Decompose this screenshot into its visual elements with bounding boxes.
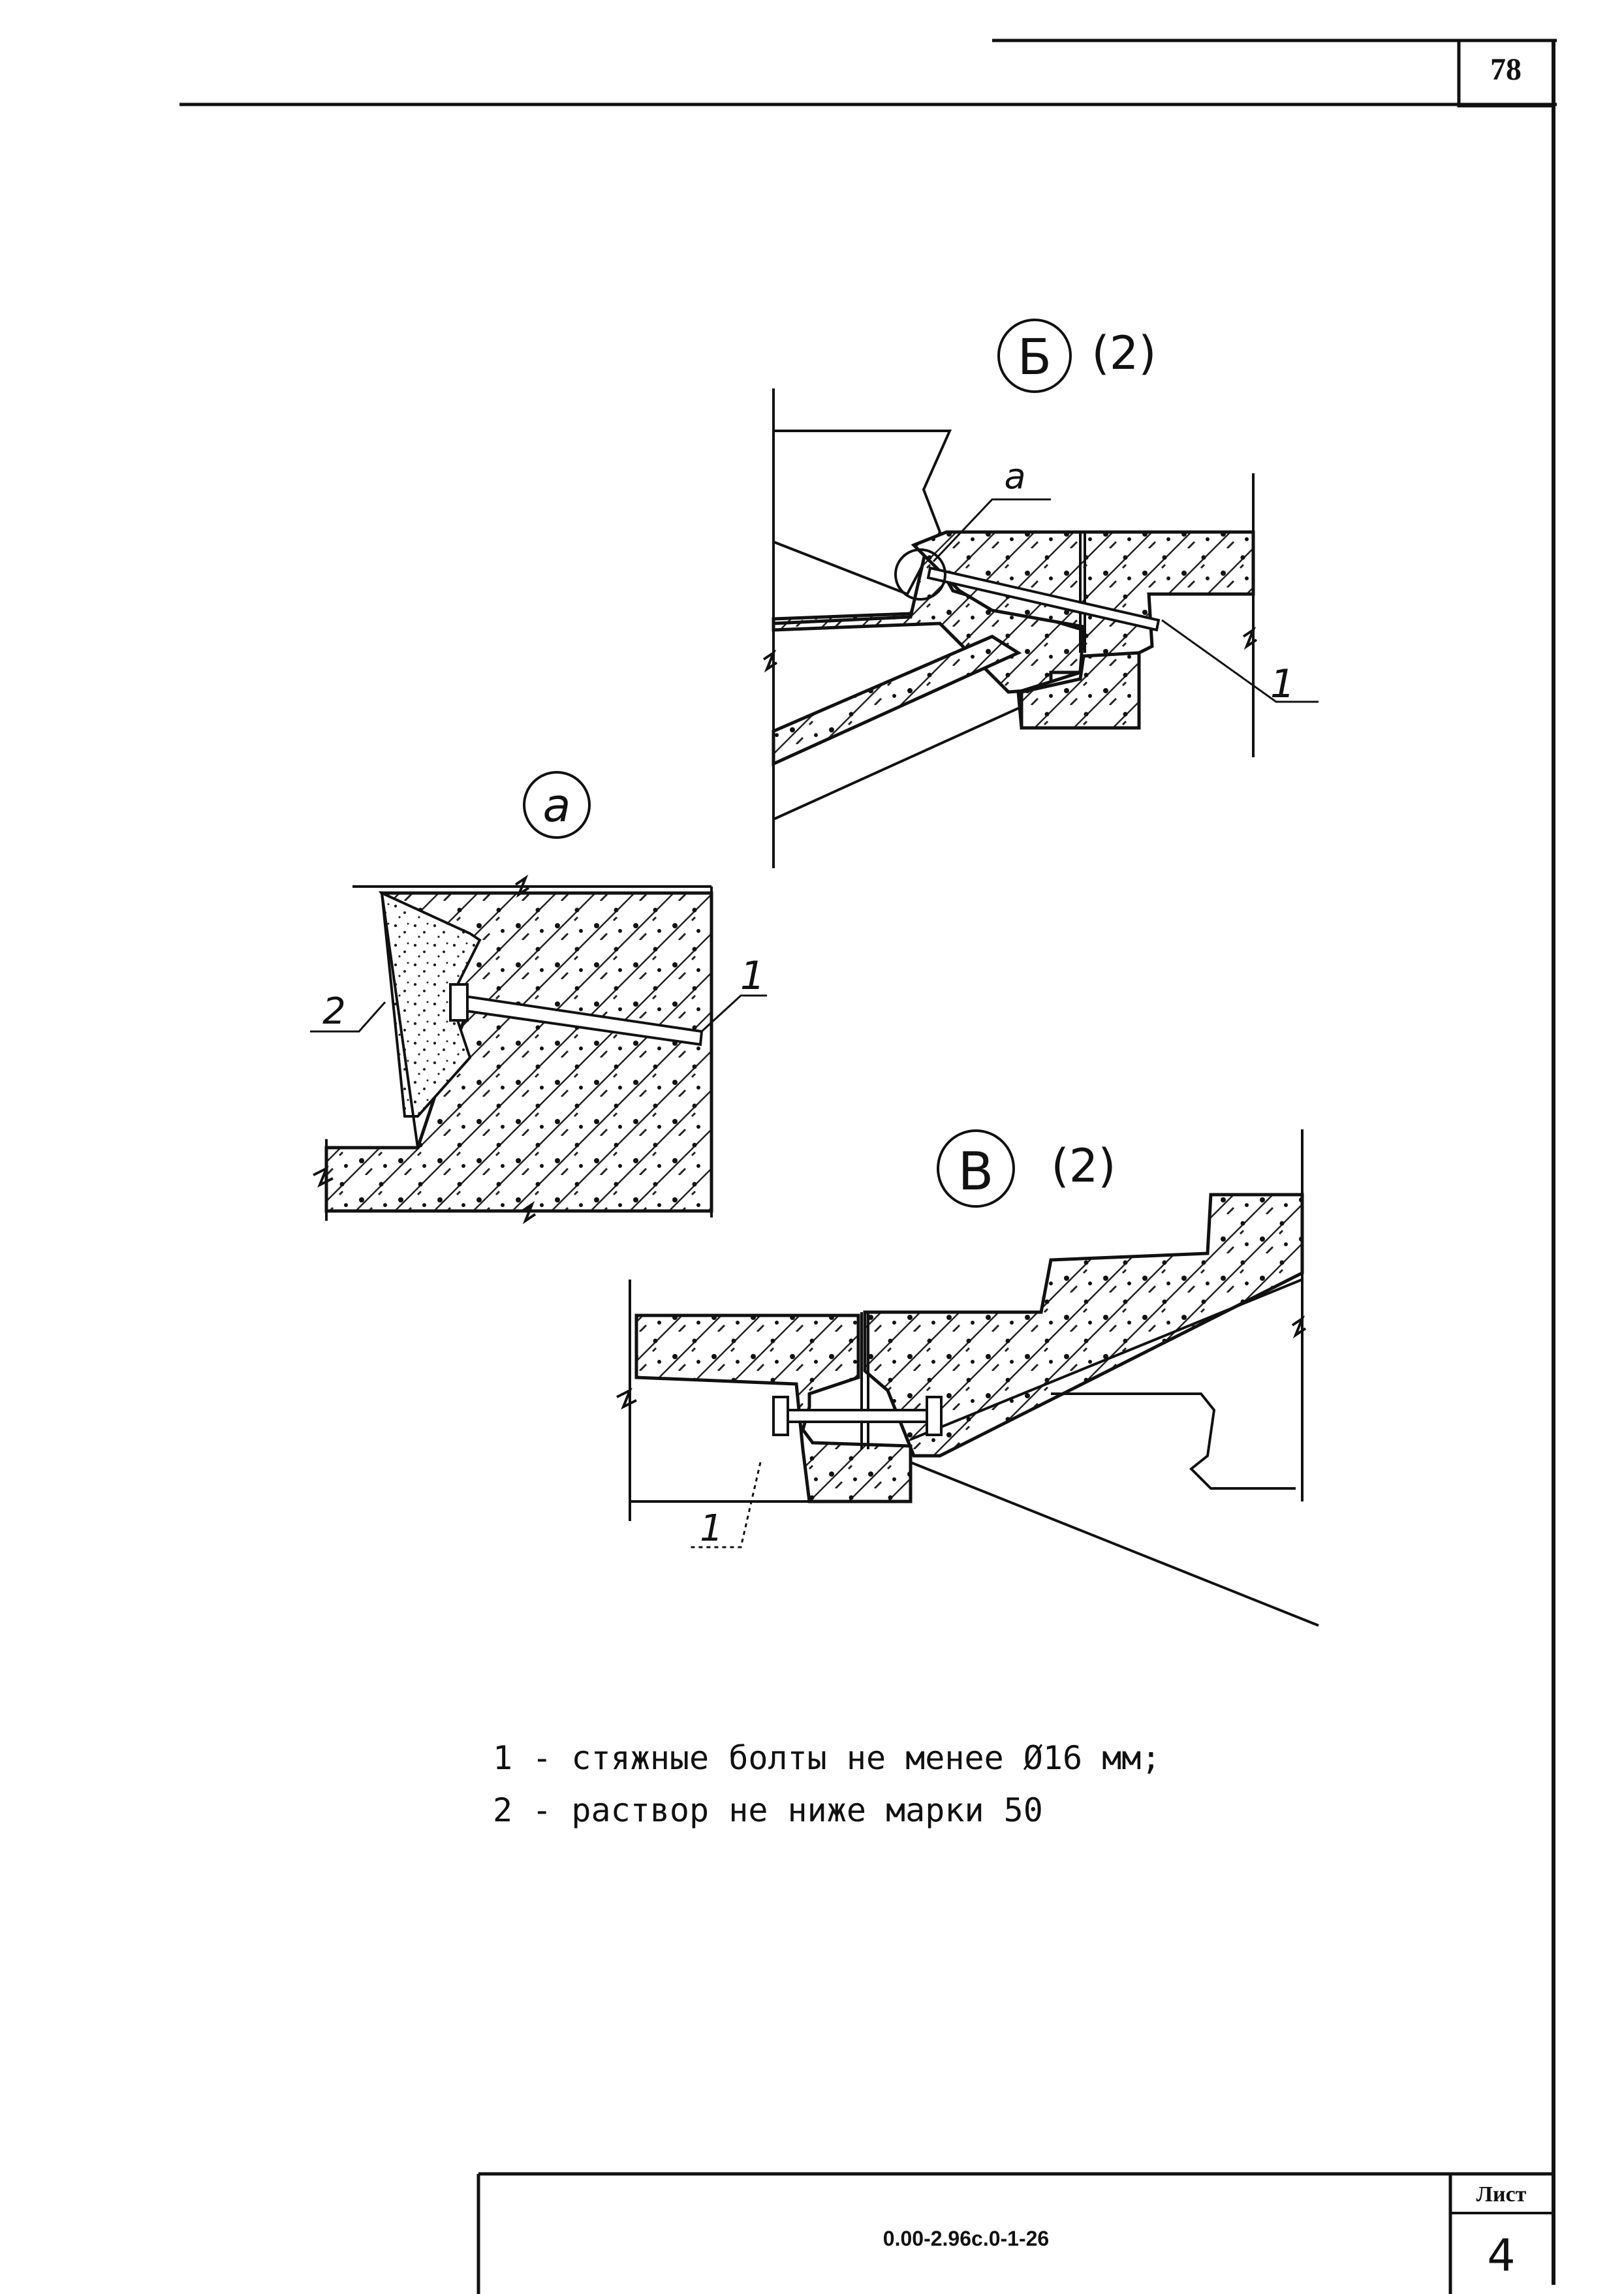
page-number-box <box>1457 39 1555 108</box>
detail-b-callout-1: 1 <box>1270 661 1295 707</box>
detail-v: В (2) 1 <box>616 1129 1319 1627</box>
list-label: Лист <box>1476 2182 1527 2207</box>
note-1: 1 - стяжные болты не менее Ø16 мм; <box>493 1739 1161 1777</box>
detail-v-bolt-head-left <box>772 1396 789 1436</box>
title-block: 0.00-2.96с.0-1-26 Лист 4 <box>476 2172 1554 2294</box>
doc-code: 0.00-2.96с.0-1-26 <box>883 2227 1049 2250</box>
detail-b-callout-circle <box>894 548 946 601</box>
detail-a-concrete-body <box>324 891 713 1213</box>
detail-a-letter: а <box>543 779 571 832</box>
detail-v-callout-1: 1 <box>700 1507 723 1550</box>
detail-v-tie-bolt <box>779 1409 938 1423</box>
note-2: 2 - раствор не ниже марки 50 <box>493 1791 1043 1829</box>
detail-b-callout-a: а <box>1004 456 1025 497</box>
notes: 1 - стяжные болты не менее Ø16 мм; 2 - р… <box>493 1739 1161 1829</box>
detail-b-lower-slab <box>1020 651 1141 730</box>
list-number: 4 <box>1487 2230 1515 2282</box>
detail-b-marker <box>997 319 1072 393</box>
detail-a-marker <box>523 771 591 839</box>
detail-a-bolt-head <box>449 983 469 1022</box>
detail-b-sheet-ref: (2) <box>1091 326 1156 380</box>
detail-v-sheet-ref: (2) <box>1051 1139 1116 1193</box>
detail-b-wedge <box>772 635 1022 766</box>
sheet-frame: 78 <box>180 39 1557 2285</box>
detail-a: а 1 2 <box>310 771 767 1225</box>
detail-b-tie-bolt <box>926 566 1161 632</box>
page-number: 78 <box>1490 52 1522 87</box>
detail-a-callout-1: 1 <box>740 953 765 999</box>
detail-b-letter: Б <box>1018 328 1052 386</box>
detail-b: Б (2) а 1 <box>762 319 1319 868</box>
detail-a-callout-2: 2 <box>322 990 346 1033</box>
detail-v-marker <box>937 1129 1015 1208</box>
detail-v-bolt-head-right <box>926 1396 943 1436</box>
detail-v-letter: В <box>958 1141 994 1202</box>
